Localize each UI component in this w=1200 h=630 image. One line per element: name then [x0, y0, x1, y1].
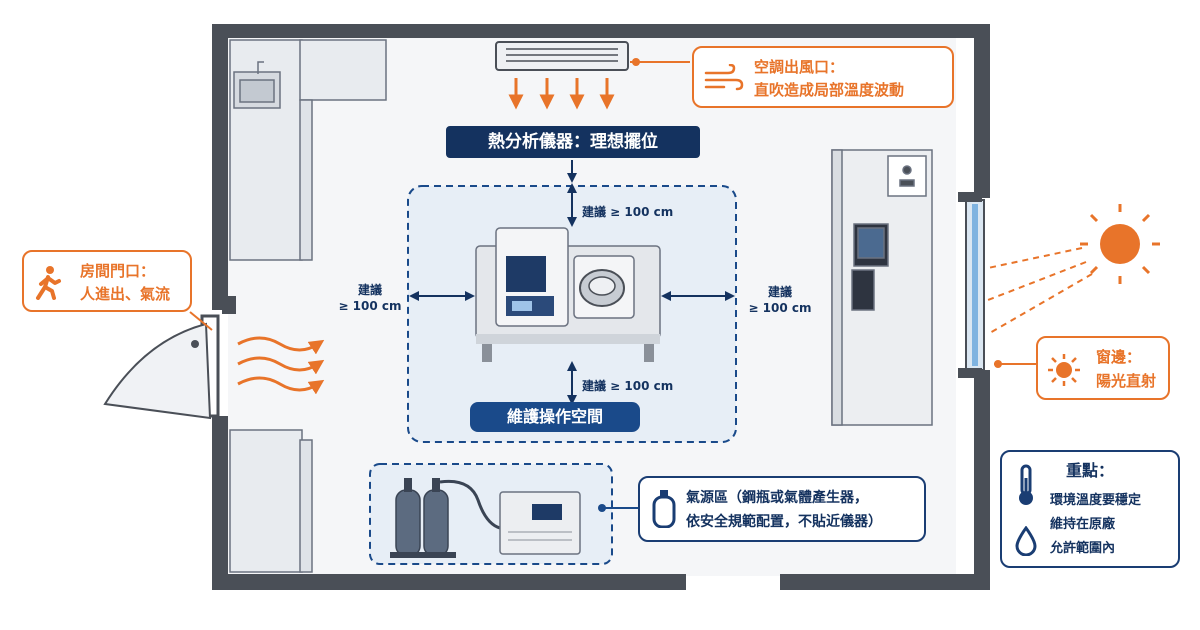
clearance-top-label: 建議 ≥ 100 cm	[582, 205, 674, 219]
door-callout-line1: 房間門口：	[80, 262, 156, 280]
instrument-title: 熱分析儀器：理想擺位	[446, 126, 700, 158]
clearance-left-line1: 建議	[357, 283, 382, 297]
gas-cylinder-icon	[652, 490, 676, 528]
left-counter	[229, 39, 387, 573]
clearance-right-label: 建議 ≥ 100 cm	[742, 284, 818, 316]
clearance-right-line2: ≥ 100 cm	[748, 301, 812, 315]
ac-vent-callout: 空調出風口： 直吹造成局部溫度波動	[692, 46, 954, 108]
right-cabinet	[831, 149, 933, 426]
window-sun-icon	[1048, 354, 1080, 386]
key-points-box: 重點： 環境溫度要穩定 維持在原廠 允許範圍內	[1000, 450, 1180, 568]
walking-person-icon	[36, 266, 61, 300]
ac-callout-line1: 空調出風口：	[754, 58, 845, 76]
clearance-arrows	[409, 160, 735, 405]
room-walls	[212, 24, 990, 590]
door-callout-line2: 人進出、氣流	[80, 285, 171, 303]
door-airflow-waves	[237, 336, 325, 395]
clearance-right-line1: 建議	[767, 285, 792, 299]
window-callout: 窗邊： 陽光直射	[1036, 336, 1170, 400]
maintenance-space-label: 維護操作空間	[470, 402, 640, 432]
key-points-title: 重點：	[1066, 461, 1115, 480]
gas-callout-line1: 氣源區（鋼瓶或氣體產生器，	[686, 490, 868, 506]
clearance-bottom-label: 建議 ≥ 100 cm	[582, 379, 674, 393]
key-points-line2: 維持在原廠	[1050, 517, 1116, 532]
droplet-icon	[1015, 526, 1037, 556]
wind-icon	[704, 64, 744, 91]
room-window	[958, 192, 985, 378]
ceiling-ac-vent	[495, 41, 629, 71]
ac-airflow-arrows	[508, 78, 615, 110]
gas-source-callout: 氣源區（鋼瓶或氣體產生器， 依安全規範配置，不貼近儀器）	[638, 476, 926, 542]
window-callout-line1: 窗邊：	[1096, 348, 1142, 366]
room-door	[103, 296, 236, 420]
thermometer-icon	[1019, 464, 1033, 505]
gas-cylinders	[390, 478, 501, 558]
key-points-line3: 允許範圍內	[1050, 541, 1116, 556]
sun-icon	[1080, 204, 1160, 284]
window-callout-line2: 陽光直射	[1096, 372, 1157, 390]
clearance-left-label: 建議 ≥ 100 cm	[332, 282, 408, 314]
clearance-left-line2: ≥ 100 cm	[338, 299, 402, 313]
key-points-line1: 環境溫度要穩定	[1050, 493, 1142, 508]
door-callout: 房間門口： 人進出、氣流	[22, 250, 192, 312]
sun-rays	[987, 247, 1093, 335]
ac-callout-line2: 直吹造成局部溫度波動	[754, 81, 905, 99]
gas-callout-line2: 依安全規範配置，不貼近儀器）	[686, 514, 882, 530]
thermal-analyzer-instrument	[475, 227, 661, 362]
gas-generator	[499, 491, 581, 555]
